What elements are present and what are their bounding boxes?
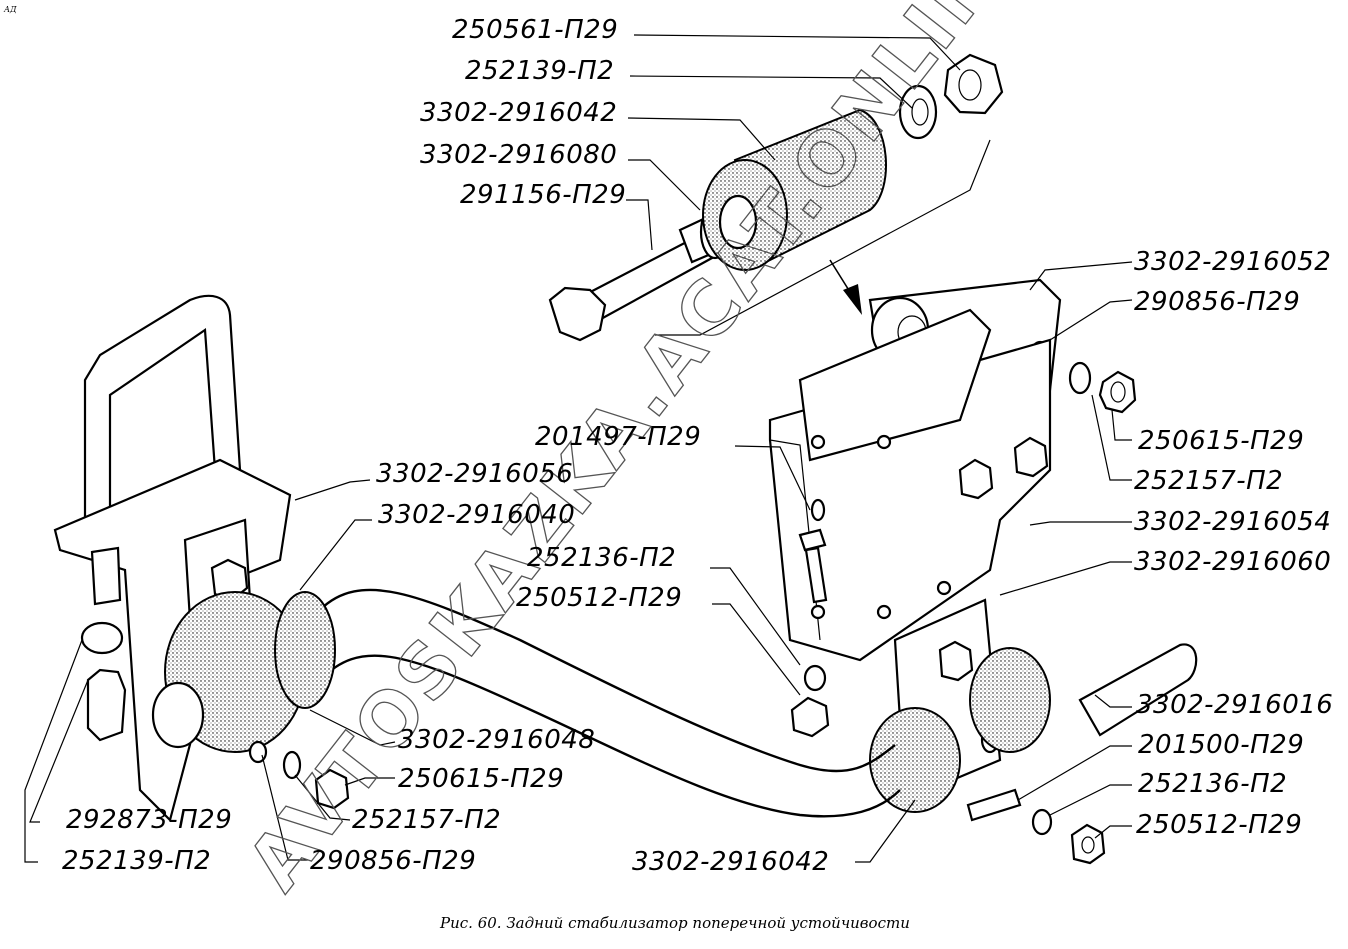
label-mid-washer: 252136-П2 bbox=[527, 543, 676, 573]
label-link: 3302-2916060 bbox=[1134, 547, 1331, 577]
stabilizer-bar bbox=[319, 588, 1198, 818]
top-bolt-assembly bbox=[548, 53, 1004, 342]
label-top-bushing: 3302-2916042 bbox=[420, 98, 617, 128]
figure-caption: Рис. 60. Задний стабилизатор поперечной … bbox=[439, 914, 910, 932]
label-upper-bracket: 3302-2916052 bbox=[1134, 247, 1331, 277]
label-top-nut: 250561-П29 bbox=[452, 15, 618, 45]
label-bolt-201500: 201500-П29 bbox=[1138, 730, 1304, 760]
bolt-head bbox=[548, 286, 607, 342]
label-left-nut: 250615-П29 bbox=[398, 764, 564, 794]
label-bottom-bushing: 3302-2916042 bbox=[632, 847, 829, 877]
label-upper-bolt: 290856-П29 bbox=[1134, 287, 1300, 317]
label-right-nut: 250615-П29 bbox=[1138, 426, 1304, 456]
label-right-washer: 252157-П2 bbox=[1134, 466, 1283, 496]
label-top-spacer: 3302-2916080 bbox=[420, 140, 617, 170]
label-left-bushing: 3302-2916040 bbox=[378, 500, 575, 530]
label-left-clamp: 3302-2916056 bbox=[376, 459, 573, 489]
corner-mark: АД bbox=[3, 5, 17, 14]
bushing-hole bbox=[718, 194, 758, 250]
label-top-washer: 252139-П2 bbox=[465, 56, 614, 86]
left-clamp-assembly bbox=[53, 294, 350, 823]
label-low-nut: 250512-П29 bbox=[1136, 810, 1302, 840]
label-low-washer: 252136-П2 bbox=[1138, 769, 1287, 799]
label-bolt-201497: 201497-П29 bbox=[535, 422, 701, 452]
label-link-bracket: 3302-2916054 bbox=[1134, 507, 1331, 537]
label-left-washer: 252157-П2 bbox=[352, 805, 501, 835]
label-bar: 3302-2916016 bbox=[1136, 690, 1333, 720]
top-split-washer bbox=[898, 84, 938, 140]
leader-lines bbox=[24, 34, 1133, 863]
label-top-bolt: 291156-П29 bbox=[460, 180, 626, 210]
link-bracket bbox=[768, 308, 1106, 865]
label-left-bolt: 290856-П29 bbox=[310, 846, 476, 876]
label-ubolt-washer: 252139-П2 bbox=[62, 846, 211, 876]
label-mid-nut: 250512-П29 bbox=[516, 583, 682, 613]
label-ubolt-nut: 292873-П29 bbox=[66, 805, 232, 835]
part-labels: 250561-П29 252139-П2 3302-2916042 3302-2… bbox=[62, 15, 1333, 877]
label-left-cap: 3302-2916048 bbox=[398, 725, 595, 755]
